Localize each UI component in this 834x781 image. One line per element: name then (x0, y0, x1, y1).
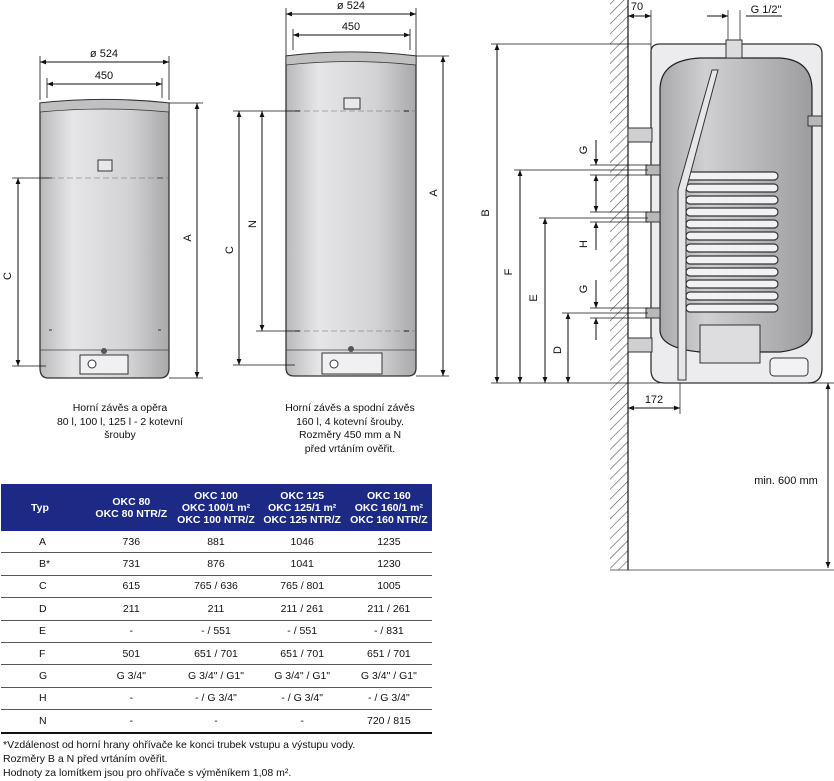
middle-a-label: A (428, 189, 440, 197)
side-172-label: 172 (645, 394, 663, 406)
footnote-line: *Vzdálenost od horní hrany ohřívače ke k… (3, 739, 356, 751)
side-b-label: B (480, 209, 492, 216)
left-caption: Horní závěs a opěra 80 l, 100 l, 125 l -… (40, 402, 200, 443)
header-typ: Typ (1, 484, 90, 531)
caption-line: 80 l, 100 l, 125 l - 2 kotevní (56, 415, 184, 428)
left-c-label: C (2, 272, 14, 280)
side-thread-label: G 1/2" (751, 4, 782, 16)
footnote-line: Rozměry B a N před vrtáním ověřit. (3, 753, 168, 765)
caption-line: před vrtáním ověřit. (304, 442, 396, 455)
side-g1-label: G (578, 146, 590, 155)
left-inner-label: 450 (95, 70, 113, 82)
left-heater-view: ø 524 450 A C (2, 48, 203, 379)
caption-line: Horní závěs a opěra (72, 402, 168, 414)
left-a-label: A (182, 234, 194, 242)
side-g2-label: G (578, 285, 590, 294)
middle-caption: Horní závěs a spodní závěs 160 l, 4 kote… (270, 402, 430, 456)
caption-line: šrouby (104, 429, 136, 441)
left-width-label: ø 524 (90, 48, 118, 60)
caption-line: 160 l, 4 kotevní šrouby. (296, 415, 404, 428)
table-row: N---720 / 815 (1, 709, 432, 734)
middle-inner-label: 450 (342, 21, 360, 33)
footnotes: *Vzdálenost od horní hrany ohřívače ke k… (3, 738, 355, 780)
caption-line: Horní závěs a spodní závěs (285, 402, 415, 414)
table-row: H-- / G 3/4"- / G 3/4"- / G 3/4" (1, 687, 432, 711)
caption-line: Rozměry 450 mm a N (298, 429, 402, 441)
side-h-label: H (578, 240, 590, 248)
middle-heater-view: ø 524 450 A C N (224, 0, 449, 377)
table-row: E-- / 551- / 551- / 831 (1, 620, 432, 643)
side-70-label: 70 (631, 1, 643, 13)
middle-n-label: N (247, 220, 259, 228)
middle-width-label: ø 524 (337, 0, 365, 12)
side-section-view: 70 G 1/2" (480, 0, 834, 571)
side-f-label: F (503, 268, 515, 275)
side-min-label: min. 600 mm (754, 475, 818, 487)
middle-c-label: C (224, 246, 236, 254)
side-e-label: E (528, 294, 540, 301)
footnote-line: Hodnoty za lomítkem jsou pro ohřívače s … (3, 767, 292, 779)
side-d-label: D (552, 346, 564, 354)
